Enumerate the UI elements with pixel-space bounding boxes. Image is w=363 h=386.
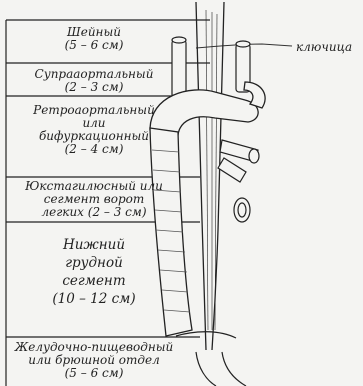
bronchi xyxy=(218,140,259,222)
diaphragm xyxy=(176,332,246,386)
esophagus xyxy=(196,2,224,350)
segment-label-cervical: Шейный (5 – 6 см) xyxy=(8,26,180,52)
segment-label-abdominal: Желудочно-пищеводный или брюшной отдел (… xyxy=(8,341,180,380)
segment-label-juxtahilar: Юкстагилюсный или сегмент ворот легких (… xyxy=(8,180,180,219)
segment-label-lower-thoracic: Нижний грудной сегмент (10 – 12 см) xyxy=(8,236,180,308)
segment-label-retroaortic: Ретроаортальный или бифуркационный (2 – … xyxy=(8,104,180,156)
segment-label-supraaortic: Супрааортальный (2 – 3 см) xyxy=(8,68,180,94)
clavicle-label: ключица xyxy=(296,40,352,54)
